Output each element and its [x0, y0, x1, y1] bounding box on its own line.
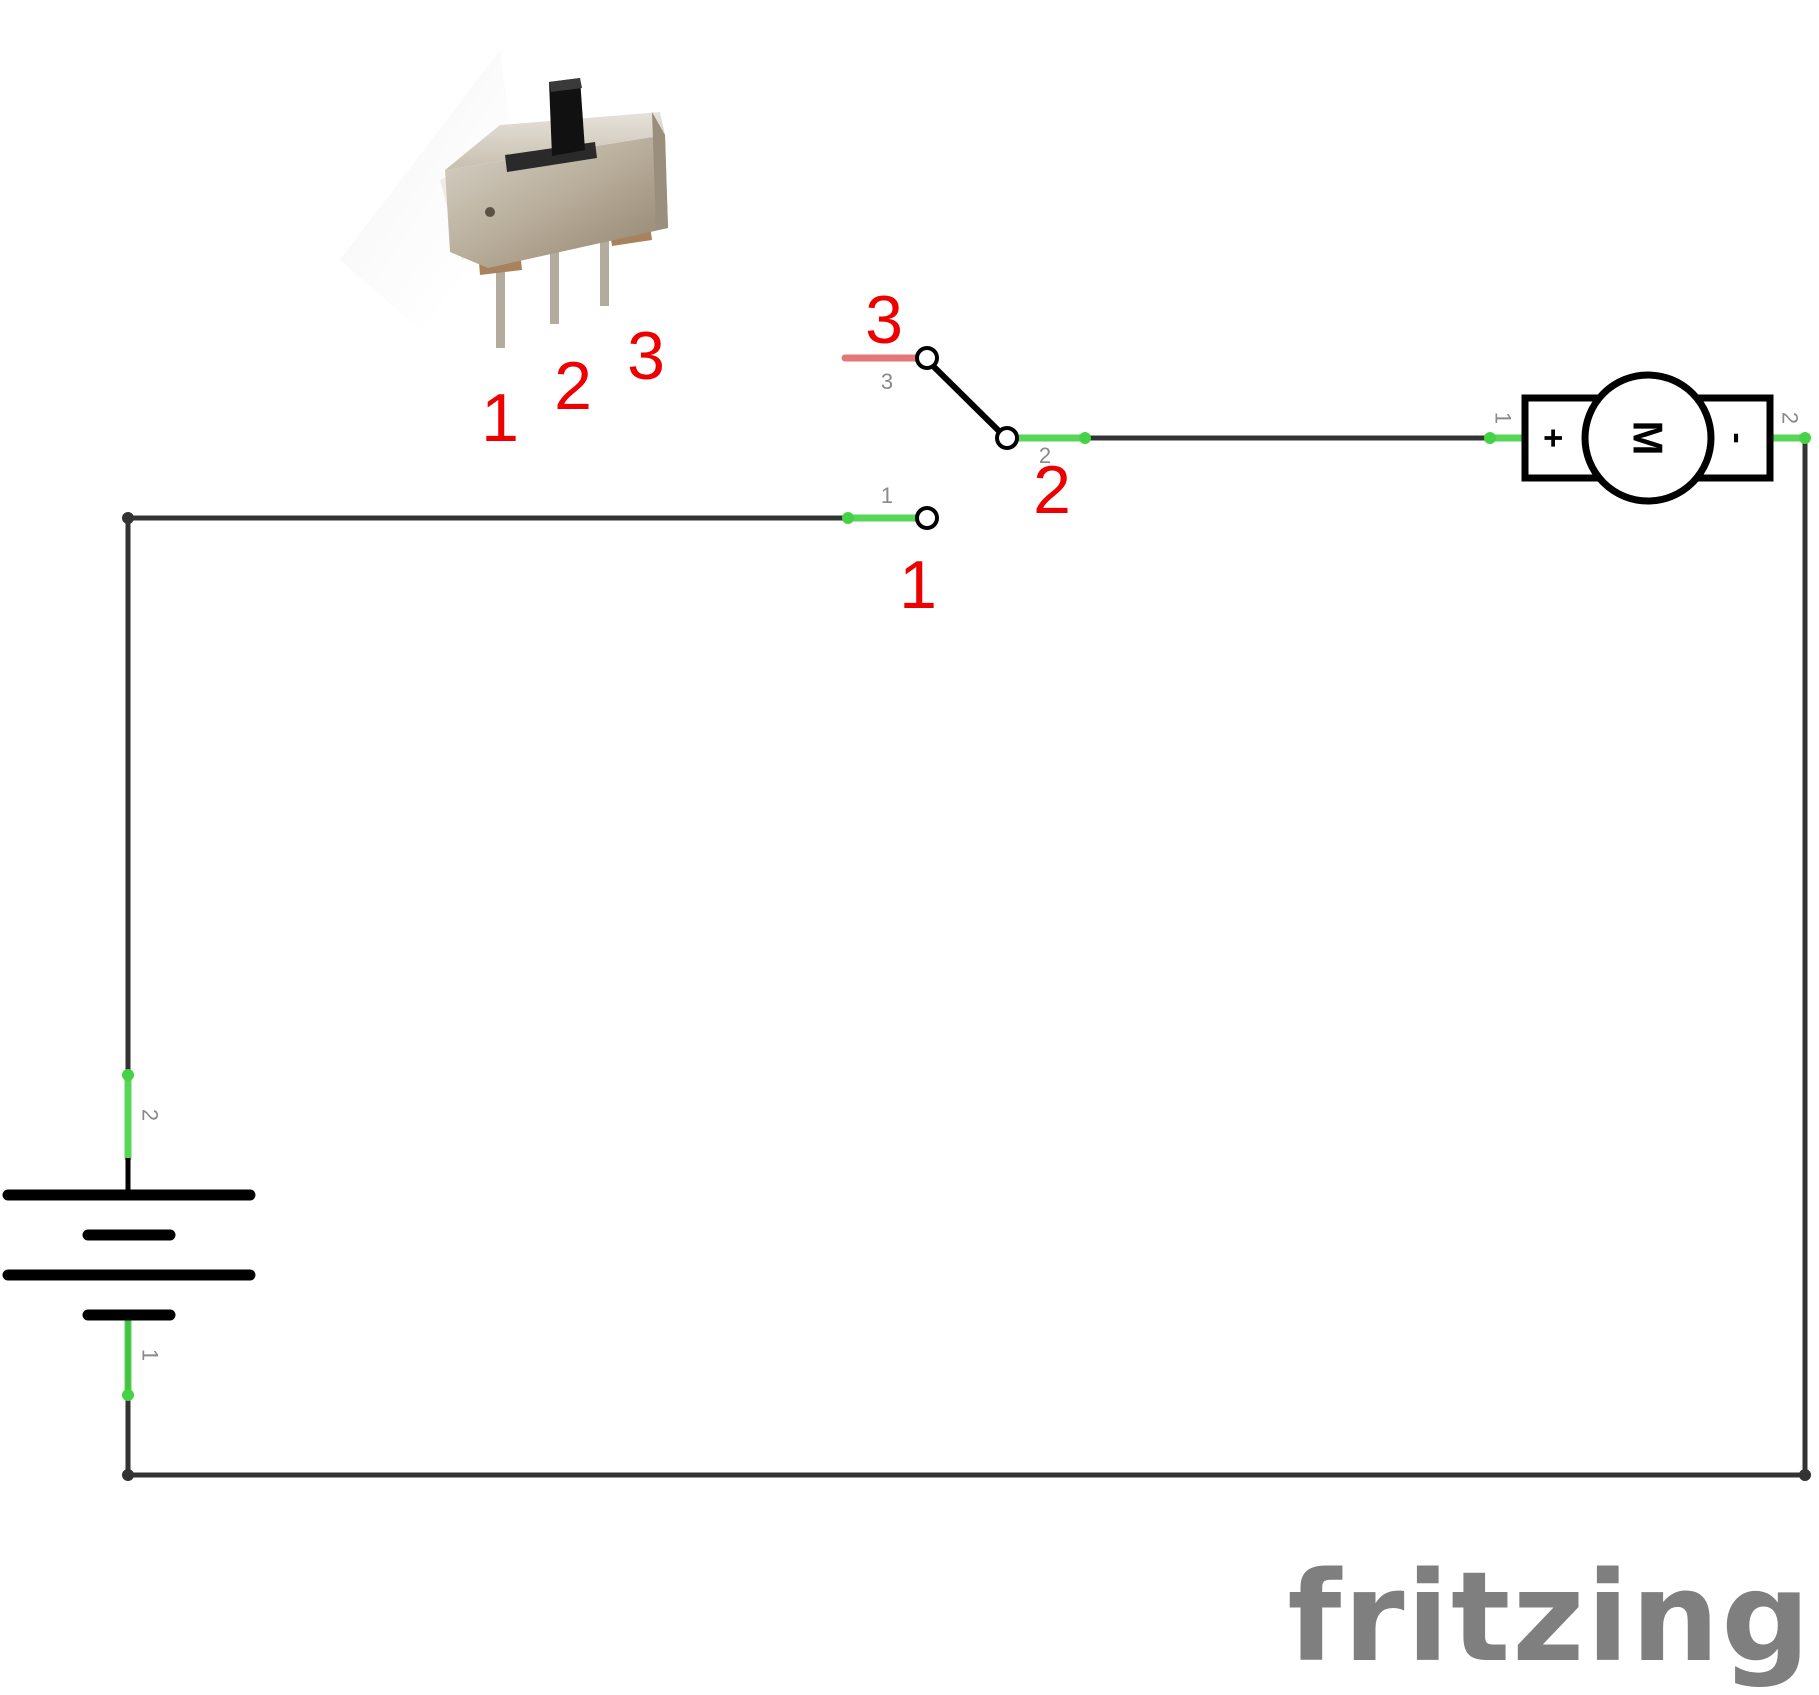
switch-pin-number-1: 1 — [881, 483, 893, 508]
fritzing-logo: fritzing — [1287, 1546, 1812, 1690]
photo-pin-label-1: 1 — [481, 380, 519, 456]
switch-lever — [549, 78, 585, 156]
photo-pin-label-2: 2 — [554, 348, 592, 424]
battery-symbol — [2, 1069, 256, 1401]
motor-plus-sign: + — [1534, 428, 1572, 448]
switch-pin-number-3: 3 — [881, 369, 893, 394]
connector-end — [842, 512, 854, 524]
wires — [122, 435, 1811, 1481]
switch-blade — [924, 357, 1007, 439]
switch-label-1: 1 — [899, 547, 937, 623]
switch-terminal-2 — [995, 426, 1019, 450]
battery-pin-number-1: 1 — [138, 1349, 163, 1361]
wire-bendpoint — [122, 512, 134, 524]
switch-pin-3 — [600, 224, 609, 306]
connector-end — [1079, 432, 1091, 444]
switch-pin-1 — [496, 248, 505, 348]
spdt-switch-symbol — [841, 346, 1091, 530]
motor-circle — [1581, 371, 1715, 505]
switch-label-2: 2 — [1033, 452, 1071, 528]
switch-pin-2 — [550, 232, 559, 324]
switch-terminal-3 — [915, 346, 939, 370]
battery-pin-number-2: 2 — [138, 1109, 163, 1121]
motor-pin-number-1: 1 — [1491, 412, 1516, 424]
motor-minus-sign: - — [1719, 432, 1757, 443]
slide-switch-photo — [340, 50, 668, 348]
motor-symbol — [1484, 371, 1811, 505]
switch-label-3: 3 — [865, 282, 903, 358]
switch-terminal-1 — [915, 506, 939, 530]
wire-bendpoint — [122, 1469, 134, 1481]
wire-bendpoint — [1799, 1469, 1811, 1481]
motor-pin-number-2: 2 — [1778, 412, 1803, 424]
motor-letter: M — [1625, 421, 1672, 456]
switch-pin-number-2: 2 — [1039, 443, 1051, 468]
photo-pin-label-3: 3 — [627, 318, 665, 394]
